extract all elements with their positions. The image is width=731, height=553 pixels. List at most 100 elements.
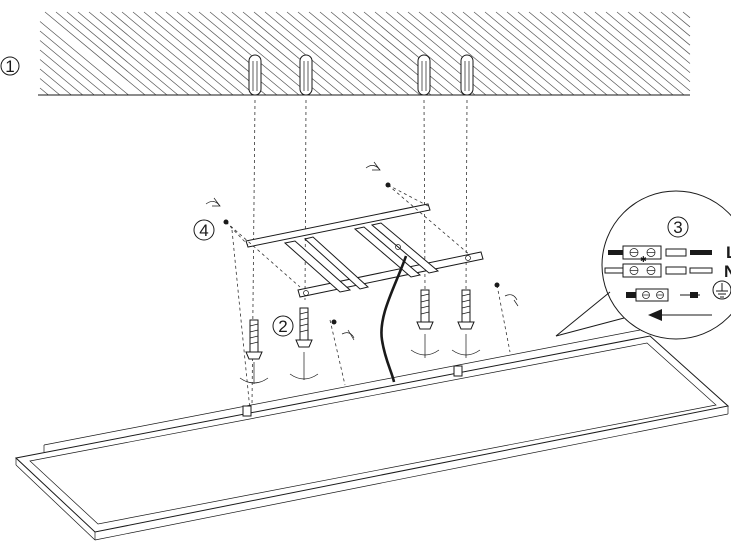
ceiling-hatch-line — [39, 59, 83, 96]
led-panel — [14, 329, 730, 541]
wiring-callout: 3 L N ✱ — [555, 190, 731, 340]
step-3-circle — [667, 216, 689, 238]
ceiling-hatch-line — [605, 11, 691, 82]
ceiling-hatch-line — [671, 11, 691, 28]
alignment-guides — [251, 99, 468, 406]
earth-ground-icon — [712, 280, 731, 300]
ceiling-hatch-line — [39, 21, 129, 96]
ceiling-hatch-line — [363, 11, 465, 96]
step-2-marker: 2 — [272, 315, 294, 337]
mounting-frame — [245, 203, 484, 298]
wire-label-neutral: N — [724, 262, 731, 281]
frame-screw — [205, 161, 519, 341]
ceiling-hatch-line — [682, 11, 691, 19]
step-1-marker: 1 — [0, 56, 20, 76]
ceiling-hatch-line — [308, 11, 410, 96]
wall-anchor — [248, 54, 262, 96]
wall-anchor — [299, 54, 313, 96]
frame-guides — [225, 184, 511, 411]
step-4-label: 4 — [199, 221, 208, 240]
step-4-circle — [193, 219, 215, 241]
panel-clip — [453, 365, 463, 377]
ceiling-hatch-line — [39, 78, 61, 96]
ceiling-hatch-line — [561, 11, 663, 96]
mounting-screws — [239, 289, 481, 384]
ceiling-hatch-line — [627, 11, 691, 64]
ceiling-hatch-line — [429, 11, 531, 96]
ceiling-hatch-line — [253, 11, 355, 96]
step-1-label: 1 — [5, 57, 14, 76]
step-2-circle — [272, 315, 294, 337]
panel-body — [14, 335, 730, 533]
ceiling-hatch-line — [39, 87, 49, 96]
frame-crossbar — [303, 236, 370, 290]
ceiling-hatch-line — [440, 11, 542, 96]
ceiling-hatch-line — [242, 11, 344, 96]
ceiling-hatch-line — [231, 11, 333, 96]
ceiling-hatch-line — [539, 11, 641, 96]
ceiling-hatch-line — [583, 11, 685, 96]
ceiling-hatch-line — [176, 11, 278, 96]
ceiling-hatch-line — [638, 11, 691, 55]
ceiling-hatch-line — [330, 11, 432, 96]
panel-clip — [242, 405, 252, 417]
callout-pointer — [555, 317, 625, 337]
ceiling-hatch-line — [451, 11, 553, 96]
ceiling-hatch-line — [473, 11, 575, 96]
frame-rail-back — [245, 203, 431, 248]
ceiling-hatch-line — [110, 11, 212, 96]
ceiling-hatch-line — [121, 11, 223, 96]
step-3-label: 3 — [673, 218, 682, 237]
ceiling-hatch-line — [39, 49, 95, 96]
terminal-block: N ✱ — [604, 255, 731, 281]
ceiling — [38, 11, 691, 96]
wall-anchors — [248, 54, 474, 96]
terminal-block: L — [608, 243, 731, 262]
ceiling-hatch — [39, 11, 691, 96]
ceiling-hatch-line — [132, 11, 234, 96]
ceiling-hatch-line — [506, 11, 608, 96]
ceiling-hatch-line — [198, 11, 300, 96]
ceiling-hatch-line — [297, 11, 399, 96]
wall-anchor — [417, 54, 431, 96]
ceiling-hatch-line — [374, 11, 476, 96]
ceiling-hatch-line — [187, 11, 289, 96]
ceiling-hatch-line — [264, 11, 366, 96]
ceiling-hatch-line — [660, 11, 691, 37]
arrow-left-icon — [648, 309, 712, 321]
mounting-screw — [451, 289, 481, 358]
step-1-circle — [0, 56, 20, 76]
ceiling-hatch-line — [550, 11, 652, 96]
mounting-screw — [239, 319, 269, 384]
ceiling-hatch-line — [39, 40, 106, 96]
ceiling-hatch-line — [55, 11, 157, 96]
ceiling-hatch-line — [407, 11, 509, 96]
wire-label-live: L — [726, 243, 731, 262]
ceiling-hatch-line — [143, 11, 245, 96]
step-4-marker: 4 — [193, 219, 215, 241]
ceiling-hatch-line — [209, 11, 311, 96]
frame-crossbar — [283, 240, 352, 293]
connector-mark-icon: ✱ — [640, 255, 647, 264]
ceiling-hatch-line — [77, 11, 179, 96]
ceiling-hatch-line — [275, 11, 377, 96]
ceiling-hatch-line — [517, 11, 619, 96]
ceiling-hatch-line — [572, 11, 674, 96]
ceiling-hatch-line — [352, 11, 454, 96]
ceiling-hatch-line — [39, 68, 72, 96]
ceiling-hatch-line — [594, 11, 691, 92]
ceiling-hatch-line — [319, 11, 421, 96]
ceiling-hatch-line — [39, 30, 118, 96]
ceiling-hatch-line — [418, 11, 520, 96]
mounting-screw — [410, 289, 440, 358]
callout-bubble — [601, 190, 731, 340]
mounting-screw — [289, 307, 319, 380]
terminal-block — [626, 288, 700, 302]
ceiling-hatch-line — [88, 11, 190, 96]
ceiling-hatch-line — [484, 11, 586, 96]
ceiling-hatch-line — [66, 11, 168, 96]
panel-frame-inner — [29, 342, 717, 525]
ceiling-hatch-line — [154, 11, 256, 96]
ceiling-hatch-line — [286, 11, 388, 96]
ceiling-hatch-line — [616, 11, 691, 73]
